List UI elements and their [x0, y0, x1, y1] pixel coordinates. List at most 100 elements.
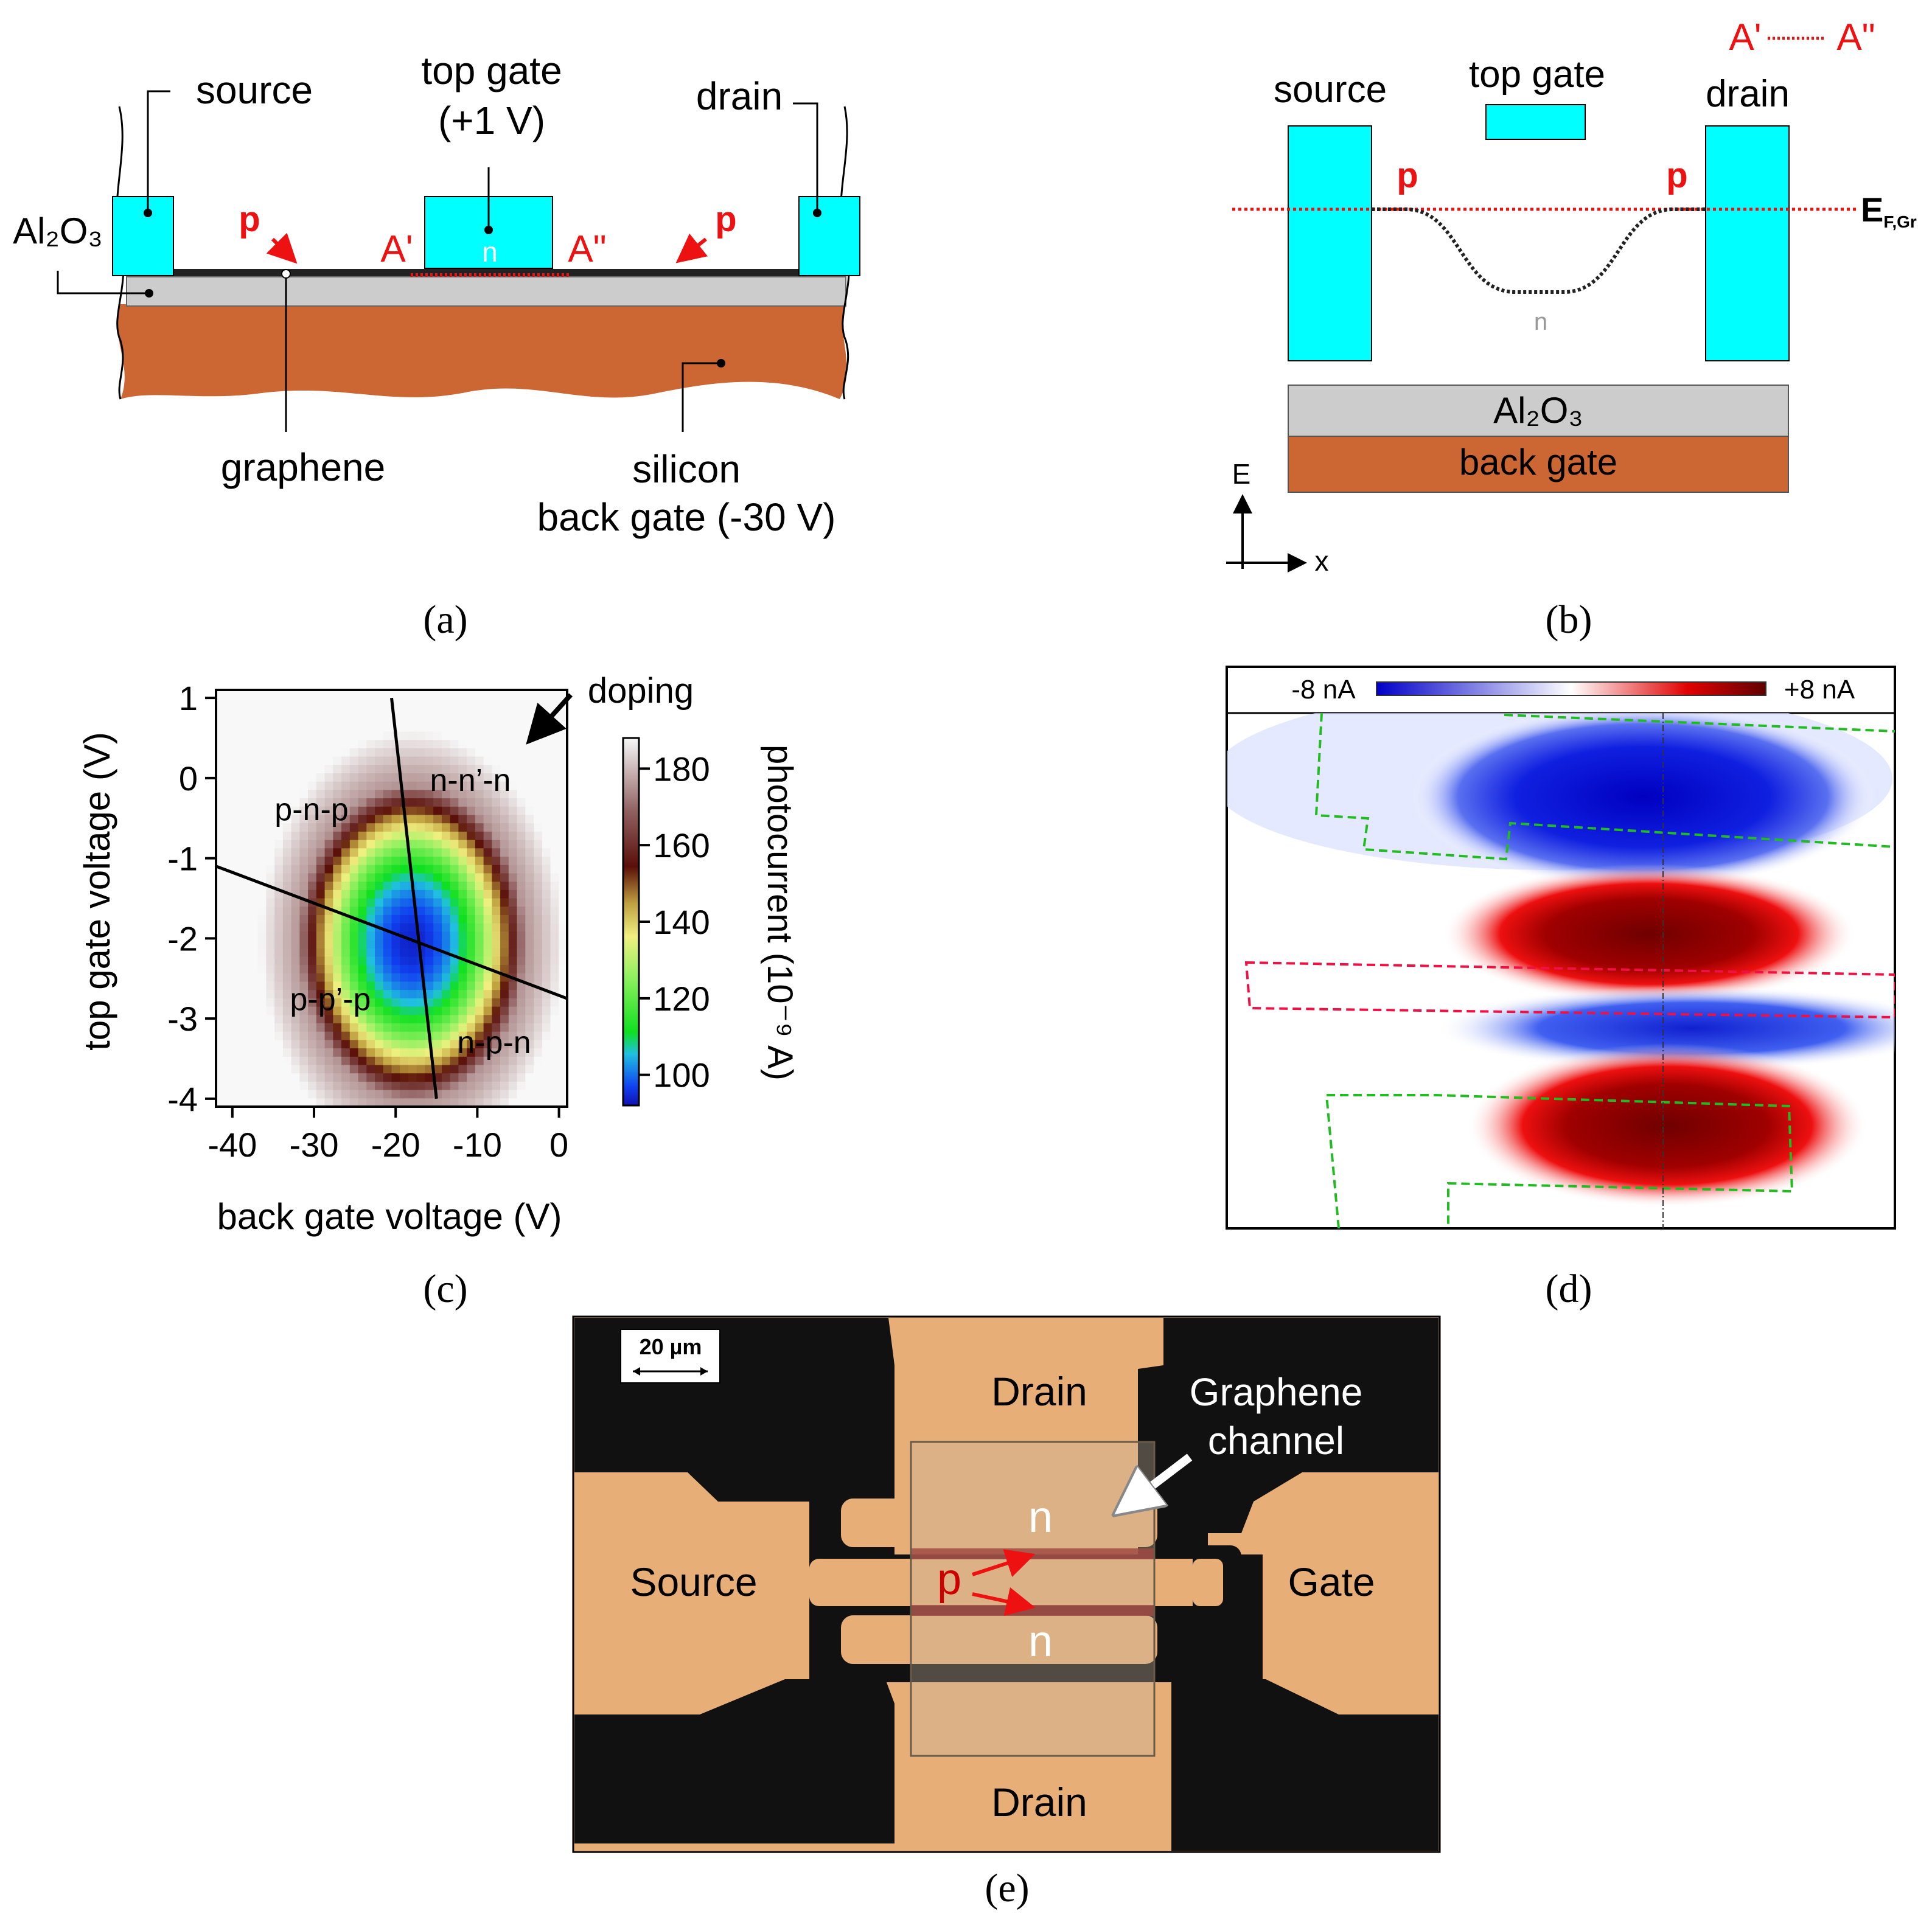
x-tick-label: 0 [549, 1126, 568, 1164]
fermi-label: EF,Gr [1861, 190, 1917, 231]
heatmap-cell [291, 773, 300, 782]
p-left-arrow [266, 232, 298, 264]
heatmap-cell [433, 806, 442, 816]
heatmap-cell [550, 723, 559, 733]
heatmap-cell [550, 1048, 559, 1057]
heatmap-cell [266, 798, 275, 807]
heatmap-cell [274, 948, 284, 957]
heatmap-cell [366, 873, 375, 882]
heatmap-cell [483, 1073, 492, 1082]
heatmap-cell [425, 1090, 434, 1099]
heatmap-cell [500, 1006, 509, 1015]
heatmap-cell [316, 965, 326, 974]
heatmap-cell [391, 965, 400, 974]
heatmap-cell [358, 756, 367, 765]
heatmap-cell [433, 790, 442, 799]
heatmap-cell [316, 865, 326, 874]
heatmap-cell [441, 723, 451, 733]
heatmap-cell [232, 756, 242, 765]
boundary-line-2 [215, 865, 568, 1000]
heatmap-cell [517, 998, 526, 1008]
heatmap-cell [416, 865, 426, 874]
heatmap-cell [400, 1023, 409, 1032]
heatmap-cell [458, 1098, 467, 1107]
heatmap-cell [349, 740, 359, 749]
channel-label-1: Graphene [1190, 1370, 1363, 1414]
heatmap-cell [266, 840, 275, 849]
heatmap-cell [224, 840, 234, 849]
heatmap-cell [383, 1073, 392, 1082]
heatmap-cell [441, 1081, 451, 1091]
heatmap-cell [216, 798, 225, 807]
heatmap-cell [508, 1023, 518, 1032]
heatmap-cell [349, 715, 359, 724]
heatmap-cell [216, 1090, 225, 1099]
heatmap-cell [508, 831, 518, 841]
heatmap-cell [324, 956, 333, 966]
heatmap-cell [349, 748, 359, 757]
heatmap-cell [266, 1073, 275, 1082]
heatmap-cell [458, 857, 467, 866]
heatmap-cell [333, 1073, 342, 1082]
heatmap-cell [224, 1048, 234, 1057]
heatmap-cell [257, 914, 267, 924]
heatmap-cell [333, 857, 342, 866]
heatmap-cell [241, 1006, 250, 1015]
heatmap-cell [483, 731, 492, 740]
heatmap-cell [291, 965, 300, 974]
heatmap-cell [534, 1015, 543, 1024]
heatmap-cell [391, 1056, 400, 1066]
heatmap-cell [299, 882, 309, 891]
heatmap-cell [508, 857, 518, 866]
heatmap-cell [224, 848, 234, 857]
heatmap-cell [216, 765, 225, 774]
heatmap-cell [282, 956, 292, 966]
heatmap-cell [467, 940, 476, 949]
heatmap-cell [349, 1015, 359, 1024]
heatmap-cell [216, 1065, 225, 1074]
heatmap-cell [333, 1006, 342, 1015]
heatmap-cell [383, 815, 392, 824]
heatmap-cell [525, 898, 534, 907]
y-axis-label: top gate voltage (V) [77, 732, 117, 1051]
heatmap-cell [441, 765, 451, 774]
heatmap-cell [450, 865, 459, 874]
heatmap-cell [308, 798, 317, 807]
heatmap-cell [349, 923, 359, 932]
heatmap-cell [232, 857, 242, 866]
heatmap-cell [450, 1065, 459, 1074]
heatmap-cell [450, 873, 459, 882]
heatmap-cell [299, 765, 309, 774]
heatmap-cell [282, 1048, 292, 1057]
heatmap-cell [241, 815, 250, 824]
heatmap-cell [291, 940, 300, 949]
heatmap-cell [216, 914, 225, 924]
heatmap-cell [534, 990, 543, 999]
heatmap-cell [333, 923, 342, 932]
heatmap-cell [274, 1048, 284, 1057]
heatmap-cell [274, 956, 284, 966]
heatmap-cell [517, 731, 526, 740]
heatmap-cell [550, 931, 559, 941]
heatmap-cell [324, 840, 333, 849]
heatmap-cell [241, 940, 250, 949]
heatmap-cell [333, 798, 342, 807]
heatmap-cell [534, 840, 543, 849]
heatmap-cell [383, 773, 392, 782]
back-gate-label: back gate (-30 V) [537, 495, 836, 539]
heatmap-cell [425, 773, 434, 782]
heatmap-cell [483, 981, 492, 990]
heatmap-cell [425, 973, 434, 983]
heatmap-cell [517, 690, 526, 699]
heatmap-cell [559, 798, 567, 807]
heatmap-cell [232, 748, 242, 757]
heatmap-cell [274, 1015, 284, 1024]
heatmap-cell [408, 1040, 417, 1049]
heatmap-cell [274, 1023, 284, 1032]
heatmap-cell [525, 914, 534, 924]
heatmap-cell [525, 923, 534, 932]
heatmap-cell [358, 1081, 367, 1091]
heatmap-cell [517, 723, 526, 733]
heatmap-cell [492, 765, 501, 774]
